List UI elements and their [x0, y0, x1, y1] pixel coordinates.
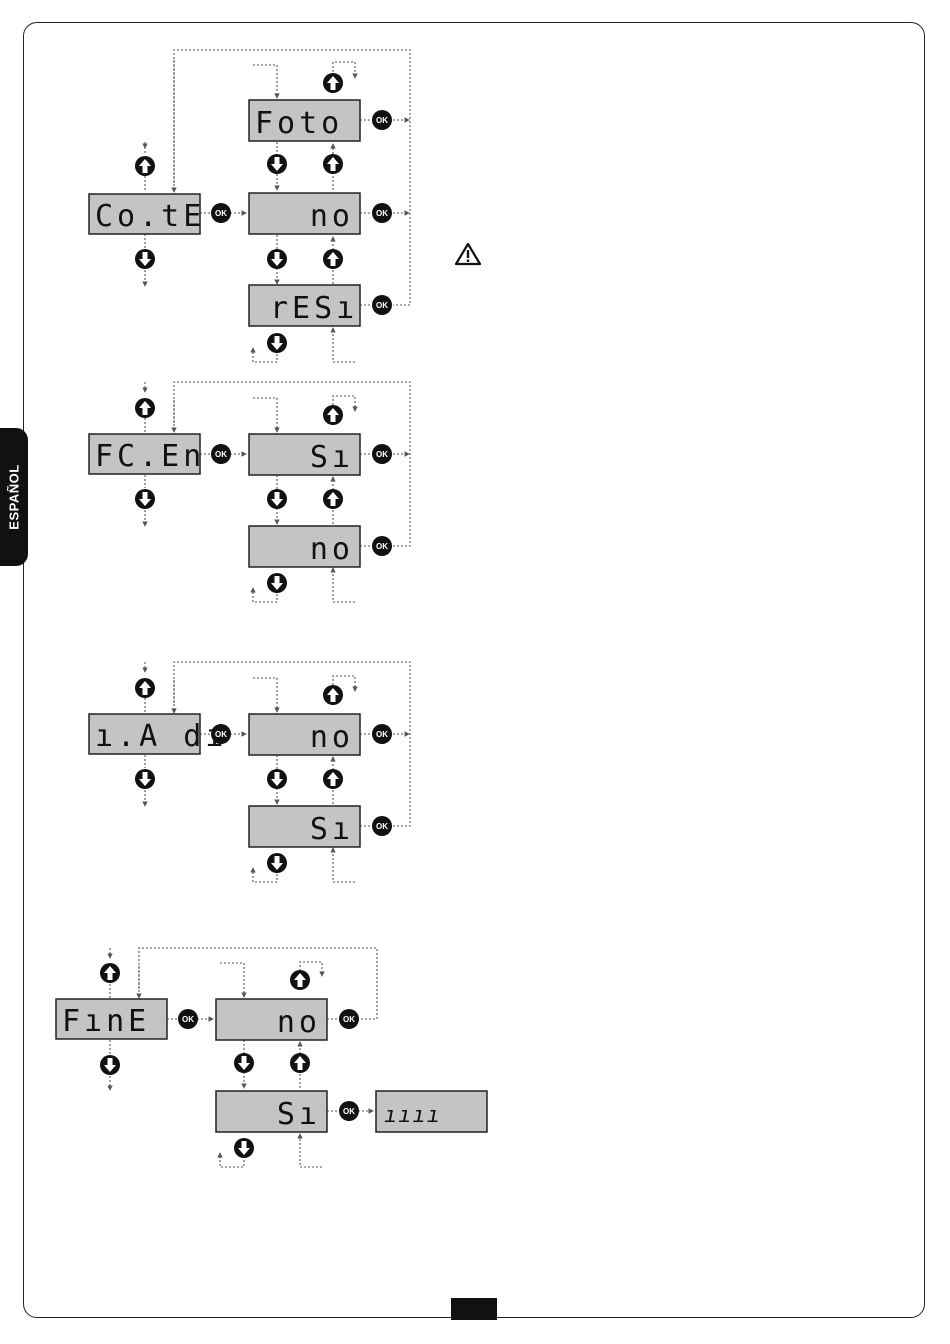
menu-iadi: ı.A dı no Sı OK OK OK — [89, 662, 410, 882]
ok-label: OK — [215, 730, 227, 739]
menu-cote-option-foto: Foto — [249, 100, 360, 141]
menu-cote-option-no: no — [249, 193, 360, 234]
ok-label: OK — [376, 822, 388, 831]
ok-button-icon[interactable]: OK — [339, 1101, 359, 1121]
menu-fcen-option-si: Sı — [249, 434, 360, 475]
menu-iadi-option-si: Sı — [249, 806, 360, 847]
ok-label: OK — [215, 209, 227, 218]
menu-cote-option-1-text: Foto — [255, 106, 343, 141]
down-arrow-icon[interactable] — [267, 154, 287, 174]
ok-label: OK — [376, 542, 388, 551]
ok-label: OK — [376, 209, 388, 218]
ok-label: OK — [343, 1015, 355, 1024]
menu-cote-title-display: Co.tE — [89, 194, 205, 234]
menu-fine-result-text: ıııı — [384, 1103, 441, 1128]
ok-button-icon[interactable]: OK — [372, 444, 392, 464]
up-arrow-icon[interactable] — [323, 405, 343, 425]
up-arrow-icon[interactable] — [323, 154, 343, 174]
menu-cote-option-resi: rESı — [249, 285, 360, 326]
ok-button-icon[interactable]: OK — [372, 110, 392, 130]
menu-fcen-option-1-text: Sı — [310, 440, 354, 475]
up-arrow-icon[interactable] — [323, 249, 343, 269]
menu-fcen-option-no: no — [249, 526, 360, 567]
menu-fcen: FC.En Sı no OK OK OK — [89, 382, 410, 602]
menu-cote-option-3-text: rESı — [270, 291, 358, 326]
up-arrow-icon[interactable] — [323, 769, 343, 789]
ok-button-icon[interactable]: OK — [211, 724, 231, 744]
down-arrow-icon[interactable] — [234, 1053, 254, 1073]
ok-label: OK — [215, 450, 227, 459]
ok-label: OK — [182, 1015, 194, 1024]
ok-button-icon[interactable]: OK — [372, 295, 392, 315]
menu-fine-option-1-text: no — [277, 1005, 321, 1040]
down-arrow-icon[interactable] — [267, 853, 287, 873]
menu-iadi-title-display: ı.A dı — [89, 714, 227, 754]
ok-label: OK — [376, 730, 388, 739]
up-arrow-icon[interactable] — [135, 156, 155, 176]
up-arrow-icon[interactable] — [323, 489, 343, 509]
down-arrow-icon[interactable] — [267, 489, 287, 509]
ok-label: OK — [376, 450, 388, 459]
up-arrow-icon[interactable] — [135, 678, 155, 698]
down-arrow-icon[interactable] — [267, 573, 287, 593]
up-arrow-icon[interactable] — [323, 73, 343, 93]
menu-iadi-option-no: no — [249, 714, 360, 755]
down-arrow-icon[interactable] — [135, 769, 155, 789]
down-arrow-icon[interactable] — [135, 489, 155, 509]
ok-button-icon[interactable]: OK — [372, 203, 392, 223]
ok-button-icon[interactable]: OK — [211, 203, 231, 223]
ok-label: OK — [376, 116, 388, 125]
up-arrow-icon[interactable] — [100, 963, 120, 983]
ok-label: OK — [376, 301, 388, 310]
down-arrow-icon[interactable] — [267, 333, 287, 353]
ok-button-icon[interactable]: OK — [372, 536, 392, 556]
menu-fine-option-2-text: Sı — [277, 1097, 321, 1132]
menu-iadi-title: ı.A dı — [95, 719, 227, 754]
up-arrow-icon[interactable] — [290, 1053, 310, 1073]
menu-cote-option-2-text: no — [310, 199, 354, 234]
up-arrow-icon[interactable] — [135, 398, 155, 418]
menu-fine: FınE no Sı ıııı OK OK OK — [56, 948, 487, 1167]
ok-button-icon[interactable]: OK — [372, 816, 392, 836]
menu-fine-option-no: no — [216, 999, 327, 1040]
ok-label: OK — [343, 1107, 355, 1116]
down-arrow-icon[interactable] — [267, 769, 287, 789]
down-arrow-icon[interactable] — [135, 249, 155, 269]
menu-fcen-option-2-text: no — [310, 532, 354, 567]
ok-button-icon[interactable]: OK — [372, 724, 392, 744]
down-arrow-icon[interactable] — [267, 249, 287, 269]
ok-button-icon[interactable]: OK — [339, 1009, 359, 1029]
menu-iadi-option-1-text: no — [310, 720, 354, 755]
menu-iadi-option-2-text: Sı — [310, 812, 354, 847]
down-arrow-icon[interactable] — [100, 1055, 120, 1075]
menu-fcen-title-display: FC.En — [89, 434, 205, 474]
up-arrow-icon[interactable] — [290, 970, 310, 990]
ok-button-icon[interactable]: OK — [211, 444, 231, 464]
ok-button-icon[interactable]: OK — [178, 1009, 198, 1029]
menu-cote: Co.tE Foto no rESı OK OK OK OK — [89, 50, 410, 362]
menu-fine-title-display: FınE — [56, 999, 167, 1039]
up-arrow-icon[interactable] — [323, 685, 343, 705]
menu-fine-result-display: ıııı — [376, 1091, 487, 1132]
menu-cote-title: Co.tE — [95, 199, 205, 234]
menu-fcen-title: FC.En — [95, 439, 205, 474]
menu-fine-title: FınE — [62, 1004, 150, 1039]
down-arrow-icon[interactable] — [234, 1138, 254, 1158]
menu-fine-option-si: Sı — [216, 1091, 327, 1132]
